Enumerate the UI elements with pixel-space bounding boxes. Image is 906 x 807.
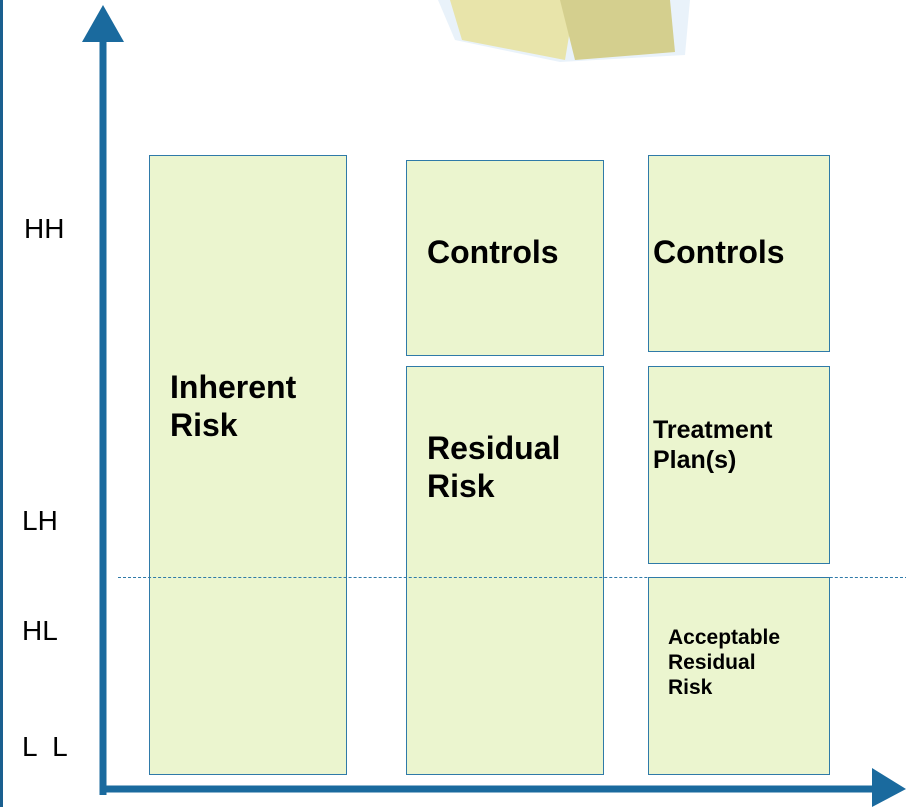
residual-risk-line-2: Risk (427, 468, 495, 505)
y-axis-arrowhead (82, 5, 124, 42)
acceptance-threshold-line (118, 577, 906, 578)
controls-box-2: Controls (648, 155, 830, 352)
inherent-risk-box: Inherent Risk (149, 155, 347, 775)
acceptable-residual-risk-line-3: Risk (668, 676, 713, 700)
x-axis-arrowhead (872, 768, 906, 807)
treatment-plans-box: Treatment Plan(s) (648, 366, 830, 564)
treatment-plans-line-2: Plan(s) (653, 446, 737, 474)
controls-label-1: Controls (427, 234, 559, 270)
residual-risk-box: Residual Risk (406, 366, 604, 775)
controls-box-1: Controls (406, 160, 604, 356)
y-label-hl: HL (22, 615, 58, 646)
treatment-plans-label: Treatment Plan(s) (653, 415, 772, 475)
treatment-plans-line-1: Treatment (653, 416, 773, 444)
decorative-shape (438, 0, 690, 62)
slide-left-border (0, 0, 3, 807)
inherent-risk-label: Inherent Risk (170, 368, 296, 445)
y-label-ll: L L (22, 731, 68, 762)
acceptable-residual-risk-line-1: Acceptable (668, 626, 781, 649)
acceptable-residual-risk-line-2: Residual (668, 651, 756, 675)
inherent-risk-line-2: Risk (170, 407, 238, 444)
acceptable-residual-risk-box: Acceptable Residual Risk (648, 577, 830, 775)
controls-label-2: Controls (653, 234, 785, 270)
y-label-hh: HH (24, 213, 65, 244)
residual-risk-label: Residual Risk (427, 429, 560, 506)
y-label-lh: LH (22, 505, 58, 536)
residual-risk-line-1: Residual (427, 430, 561, 466)
inherent-risk-line-1: Inherent (170, 369, 297, 405)
acceptable-residual-risk-label: Acceptable Residual Risk (668, 625, 780, 701)
